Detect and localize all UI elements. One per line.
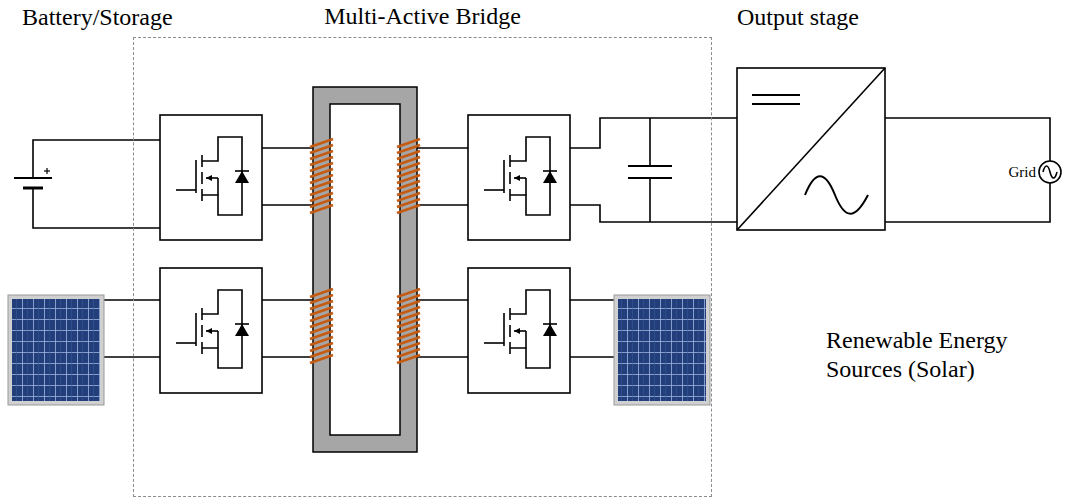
wires	[262, 356, 313, 358]
wires	[417, 147, 468, 149]
wires	[33, 140, 160, 178]
inverter-symbol	[805, 176, 868, 214]
wires	[262, 147, 313, 149]
region-heading: Multi-Active Bridge	[134, 2, 711, 31]
grid-label: Grid	[1009, 163, 1037, 181]
mosfet-bridge	[160, 115, 262, 240]
battery-symbol	[14, 177, 52, 179]
transformer-winding	[397, 205, 420, 213]
mosfet-bridge	[468, 268, 570, 393]
capacitor-symbol	[628, 177, 672, 179]
mosfet-bridge	[484, 290, 557, 368]
solar-panel	[8, 295, 710, 405]
section-label: Output stage	[737, 3, 859, 32]
grid-source-symbol	[1039, 161, 1061, 183]
wires	[417, 299, 468, 301]
mosfet-bridge	[176, 290, 249, 368]
wires	[33, 188, 160, 228]
transformer-core	[330, 104, 400, 435]
grid-source-symbol	[1039, 161, 1061, 183]
battery-symbol	[46, 168, 47, 174]
inverter-symbol	[737, 68, 885, 230]
inverter-symbol	[752, 103, 800, 105]
mosfet-bridge	[484, 137, 557, 215]
wires	[104, 356, 160, 358]
grid-source-symbol	[1043, 166, 1057, 178]
wires	[262, 299, 313, 301]
region-box: Multi-Active Bridge	[133, 37, 712, 497]
wires	[885, 183, 1050, 222]
inverter-symbol	[752, 94, 800, 96]
capacitor-symbol	[628, 166, 672, 178]
transformer-winding	[310, 355, 333, 363]
wires	[570, 299, 614, 301]
wires	[262, 204, 313, 206]
inverter-symbol	[737, 68, 885, 230]
battery-symbol	[23, 187, 43, 190]
capacitor-symbol	[628, 165, 672, 167]
solar-panel	[614, 295, 710, 405]
solar-panel	[12, 299, 100, 401]
solar-panel	[618, 299, 706, 401]
battery-symbol	[14, 168, 52, 188]
wires	[570, 356, 614, 358]
section-label: Renewable Energy Sources (Solar)	[826, 326, 1061, 384]
wires	[649, 118, 651, 166]
label-box: Grid	[1009, 163, 1037, 181]
label-box: Battery/Storage	[22, 3, 173, 32]
label-box: Renewable Energy Sources (Solar)	[826, 326, 1061, 384]
transformer-winding	[397, 355, 420, 363]
wires	[417, 356, 468, 358]
wires	[885, 118, 1050, 161]
transformer-winding	[310, 205, 333, 213]
wires	[104, 299, 160, 301]
wires	[649, 178, 651, 222]
mosfet-bridge	[160, 115, 570, 393]
mosfet-bridge	[176, 137, 249, 215]
inverter-symbol	[737, 68, 885, 230]
wires	[417, 204, 468, 206]
transformer-winding	[310, 139, 420, 363]
mosfet-bridge	[468, 115, 570, 240]
mosfet-bridge	[160, 268, 262, 393]
section-label: Battery/Storage	[22, 3, 173, 32]
solar-panel	[8, 295, 104, 405]
label-box: Output stage	[737, 3, 859, 32]
